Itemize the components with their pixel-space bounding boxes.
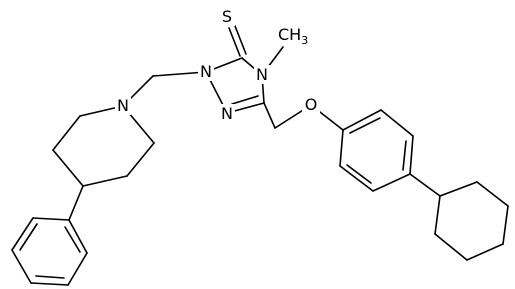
n2-label: N bbox=[221, 104, 233, 123]
bond-ar-2 bbox=[380, 109, 414, 137]
methylene-linker bbox=[122, 71, 207, 107]
atom-label-n1: N bbox=[198, 62, 214, 81]
phenyl-ring bbox=[11, 217, 88, 286]
atom-label-piperidine-n: N bbox=[115, 96, 131, 115]
n4-label: N bbox=[256, 65, 268, 84]
methyl-subscript: 3 bbox=[301, 34, 308, 47]
n1-label: N bbox=[200, 62, 212, 81]
cyclohexane-ring bbox=[434, 181, 509, 261]
bond-ph-6 bbox=[68, 219, 88, 254]
bond-cy-2 bbox=[476, 181, 509, 207]
bond-ph-5 bbox=[67, 252, 88, 286]
bond-cy-1 bbox=[439, 181, 478, 197]
bond-c-s-b bbox=[234, 25, 247, 55]
bond-ar-double-a bbox=[349, 117, 381, 134]
bond-cy-5 bbox=[434, 233, 468, 261]
bond-c3-n2-double bbox=[231, 95, 259, 105]
bond-ar-double-c bbox=[346, 164, 372, 184]
bond-ar-3 bbox=[409, 135, 414, 175]
bond-ph-3 bbox=[11, 249, 32, 284]
methyl-label: CH bbox=[278, 25, 301, 44]
bond-cy-6 bbox=[434, 195, 441, 235]
atom-label-n2: N bbox=[219, 104, 235, 123]
bond-ph-double-a bbox=[19, 223, 38, 251]
bond-pip-5 bbox=[126, 142, 155, 177]
bond-ph-double-c bbox=[64, 226, 81, 253]
atom-label-o: O bbox=[302, 95, 320, 114]
bond-c3-ch2 bbox=[263, 102, 276, 129]
sulfur-label: S bbox=[222, 7, 232, 26]
bond-cy-4 bbox=[466, 243, 504, 261]
bond-pip-4 bbox=[82, 175, 128, 187]
atom-label-s: S bbox=[219, 7, 235, 26]
bond-n1-ch2 bbox=[152, 71, 207, 77]
piperidine-ring bbox=[52, 105, 155, 187]
oxygen-label: O bbox=[305, 95, 318, 114]
bond-c-s-a bbox=[228, 27, 241, 57]
atom-label-n4: N bbox=[254, 65, 270, 84]
bond-pip-2 bbox=[52, 115, 81, 151]
bond-ar-4 bbox=[372, 173, 411, 192]
bond-ph-4 bbox=[30, 282, 69, 286]
bond-ar-double-b bbox=[402, 140, 407, 171]
piperidine-n-label: N bbox=[117, 96, 129, 115]
atom-label-methyl: CH3 bbox=[275, 22, 309, 47]
svg-text:CH3: CH3 bbox=[278, 25, 308, 47]
phenylene-ring bbox=[339, 109, 414, 192]
bond-pip-3 bbox=[52, 149, 84, 187]
bond-aryl-cyclohexyl bbox=[409, 173, 441, 197]
bond-pip-phenyl bbox=[68, 185, 84, 221]
thione-group bbox=[228, 25, 247, 57]
bond-ph-double-b bbox=[35, 275, 65, 279]
bond-ar-1 bbox=[342, 109, 382, 131]
bond-ph-2 bbox=[11, 217, 34, 251]
bond-ar-6 bbox=[339, 129, 344, 167]
bond-cy-3 bbox=[502, 205, 509, 245]
bond-ph-1 bbox=[32, 217, 70, 221]
bond-ar-5 bbox=[339, 165, 374, 192]
